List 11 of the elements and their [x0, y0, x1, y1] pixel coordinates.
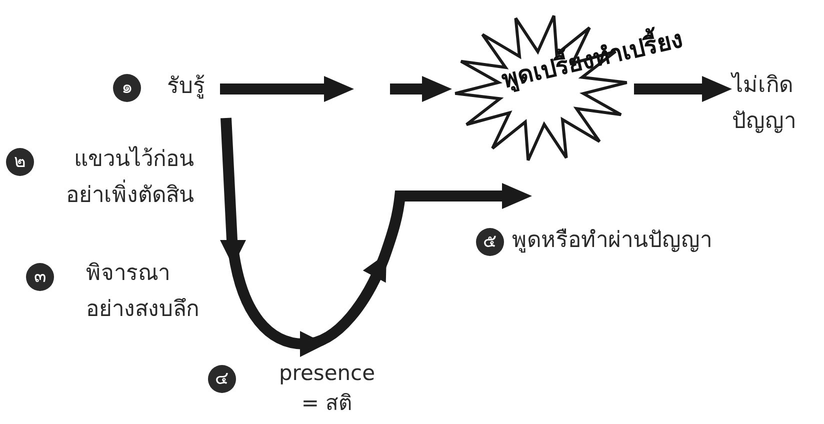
- step-text: แขวนไว้ก่อน อย่าเพิ่งตัดสิน: [65, 145, 194, 210]
- step-text: presence = สติ: [278, 360, 376, 417]
- number-badge: ๓: [26, 263, 54, 291]
- number-badge: ๑: [113, 74, 141, 102]
- number-badge: ๕: [476, 228, 504, 256]
- number-badge: ๒: [6, 148, 34, 176]
- step-text: พิจารณา อย่างสงบลึก: [86, 260, 200, 324]
- step-text: รับรู้: [167, 73, 206, 101]
- number-badge: ๔: [208, 365, 236, 393]
- step-text: พูดหรือทำผ่านปัญญา: [512, 227, 713, 255]
- step-text: ไม่เกิด ปัญญา: [732, 71, 797, 136]
